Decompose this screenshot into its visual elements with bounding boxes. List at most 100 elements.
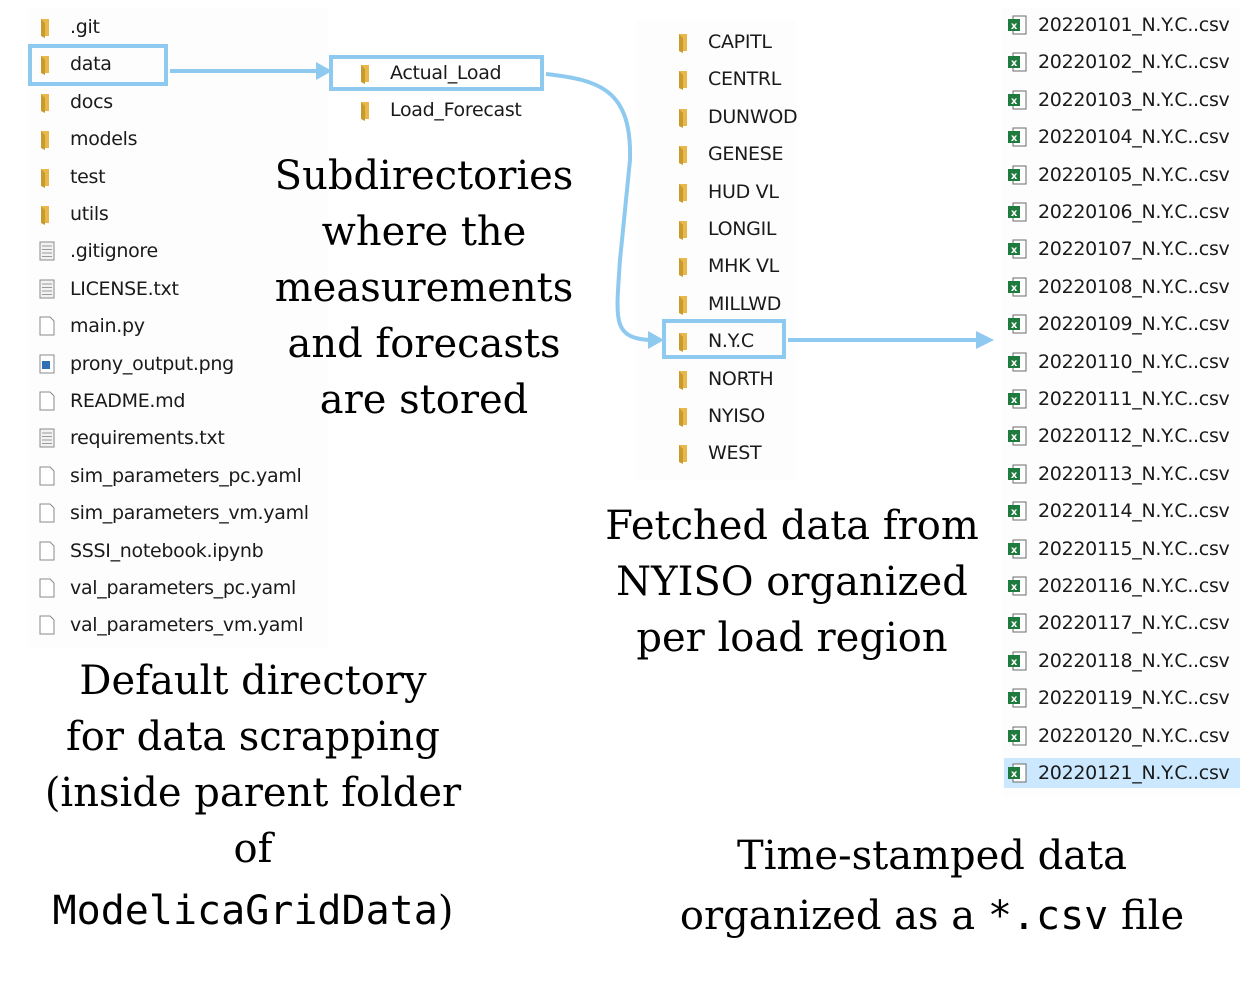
file-list-item[interactable]: main.py — [36, 311, 145, 341]
folder-icon — [41, 168, 49, 188]
file-list-item[interactable]: test — [36, 162, 106, 192]
file-list-item[interactable]: val_parameters_vm.yaml — [36, 610, 304, 640]
region-folder-item[interactable]: MILLWD — [674, 289, 781, 319]
folder-icon — [679, 333, 687, 353]
folder-icon — [679, 370, 687, 390]
folder-icon — [41, 93, 49, 113]
region-folder-item[interactable]: GENESE — [674, 139, 784, 169]
csv-file-row-label: 20220116_N.Y.C..csv — [1038, 575, 1230, 597]
region-folder-item[interactable]: DUNWOD — [674, 102, 798, 132]
region-folder-item-label: CAPITL — [708, 31, 772, 53]
file-list-item[interactable]: .gitignore — [36, 236, 158, 266]
region-folder-item[interactable]: MHK VL — [674, 251, 779, 281]
csv-file-row-label: 20220104_N.Y.C..csv — [1038, 126, 1230, 149]
region-folder-item-label: HUD VL — [708, 180, 779, 203]
subdirectories-caption-line: where the — [321, 209, 527, 255]
svg-text:x: x — [1011, 732, 1018, 743]
file-list-item[interactable]: docs — [36, 87, 113, 117]
svg-text:x: x — [1011, 507, 1018, 518]
fetched-caption-line: NYISO organized — [616, 559, 968, 605]
excel-csv-icon: x — [1008, 726, 1027, 746]
csv-file-row-label: 20220108_N.Y.C..csv — [1038, 275, 1230, 298]
folder-icon — [361, 102, 369, 122]
file-list-item[interactable]: sim_parameters_vm.yaml — [36, 498, 309, 528]
file-list-item-label: val_parameters_vm.yaml — [70, 614, 304, 637]
region-folder-item[interactable]: NORTH — [674, 364, 774, 394]
file-list-item-label: main.py — [70, 315, 145, 338]
file-list-item[interactable]: requirements.txt — [36, 423, 225, 453]
csv-file-row-label: 20220118_N.Y.C..csv — [1038, 649, 1230, 672]
svg-text:x: x — [1011, 470, 1018, 481]
file-list-item[interactable]: SSSI_notebook.ipynb — [36, 536, 264, 566]
file-icon — [39, 578, 55, 598]
default-directory-caption-line: for data scrapping — [65, 714, 441, 760]
region-folder-item[interactable]: N.Y.C — [674, 326, 754, 356]
regions-explorer-panel — [636, 20, 796, 480]
excel-csv-icon: x — [1008, 52, 1027, 72]
subdir-list-item[interactable]: Load_Forecast — [356, 95, 522, 125]
file-list-item[interactable]: val_parameters_pc.yaml — [36, 573, 296, 603]
excel-csv-icon: x — [1008, 277, 1027, 297]
svg-text:x: x — [1011, 283, 1018, 294]
folder-icon — [41, 131, 49, 151]
region-folder-item[interactable]: LONGIL — [674, 214, 777, 244]
file-icon — [39, 316, 55, 336]
file-list-item[interactable]: .git — [36, 12, 100, 42]
file-list-item[interactable]: data — [36, 49, 112, 79]
region-folder-item-label: N.Y.C — [708, 330, 754, 353]
subdir-list-item-label: Load_Forecast — [390, 99, 522, 122]
organized-as-text: organized as a — [679, 893, 988, 939]
data-folder-highlight — [28, 44, 168, 86]
excel-csv-icon: x — [1008, 688, 1027, 708]
folder-icon — [679, 183, 687, 203]
file-list-item-label: utils — [70, 203, 109, 225]
region-folder-item-label: WEST — [708, 442, 762, 465]
excel-csv-icon: x — [1008, 763, 1027, 783]
region-folder-item[interactable]: CENTRL — [674, 64, 781, 94]
csv-file-row-label: 20220119_N.Y.C..csv — [1038, 687, 1230, 710]
file-list-item-label: .git — [70, 16, 100, 38]
file-list-item[interactable]: LICENSE.txt — [36, 274, 179, 304]
file-list-item[interactable]: utils — [36, 199, 109, 229]
file-list-item[interactable]: sim_parameters_pc.yaml — [36, 461, 302, 491]
svg-text:x: x — [1011, 245, 1018, 256]
modelica-grid-data-code: ModelicaGridData — [52, 888, 438, 934]
csv-file-row[interactable]: x 20220108_N.Y.C..csv — [1004, 272, 1240, 302]
file-icon — [39, 391, 55, 411]
csv-file-row[interactable]: x 20220116_N.Y.C..csv — [1004, 571, 1240, 601]
region-folder-item[interactable]: HUD VL — [674, 177, 779, 207]
default-directory-caption-line: of — [233, 826, 273, 872]
region-folder-item-label: DUNWOD — [708, 105, 798, 128]
svg-text:x: x — [1011, 582, 1018, 593]
file-list-item[interactable]: models — [36, 124, 138, 154]
region-folder-item[interactable]: WEST — [674, 438, 762, 468]
file-list-item[interactable]: README.md — [36, 386, 185, 416]
file-list-item[interactable]: prony_output.png — [36, 349, 234, 379]
excel-csv-icon: x — [1008, 464, 1027, 484]
csv-file-row[interactable]: x 20220119_N.Y.C..csv — [1004, 683, 1240, 713]
region-folder-item[interactable]: CAPITL — [674, 27, 772, 57]
subdir-list-item[interactable]: Actual_Load — [356, 58, 502, 88]
excel-csv-icon: x — [1008, 539, 1027, 559]
region-folder-item[interactable]: NYISO — [674, 401, 765, 431]
